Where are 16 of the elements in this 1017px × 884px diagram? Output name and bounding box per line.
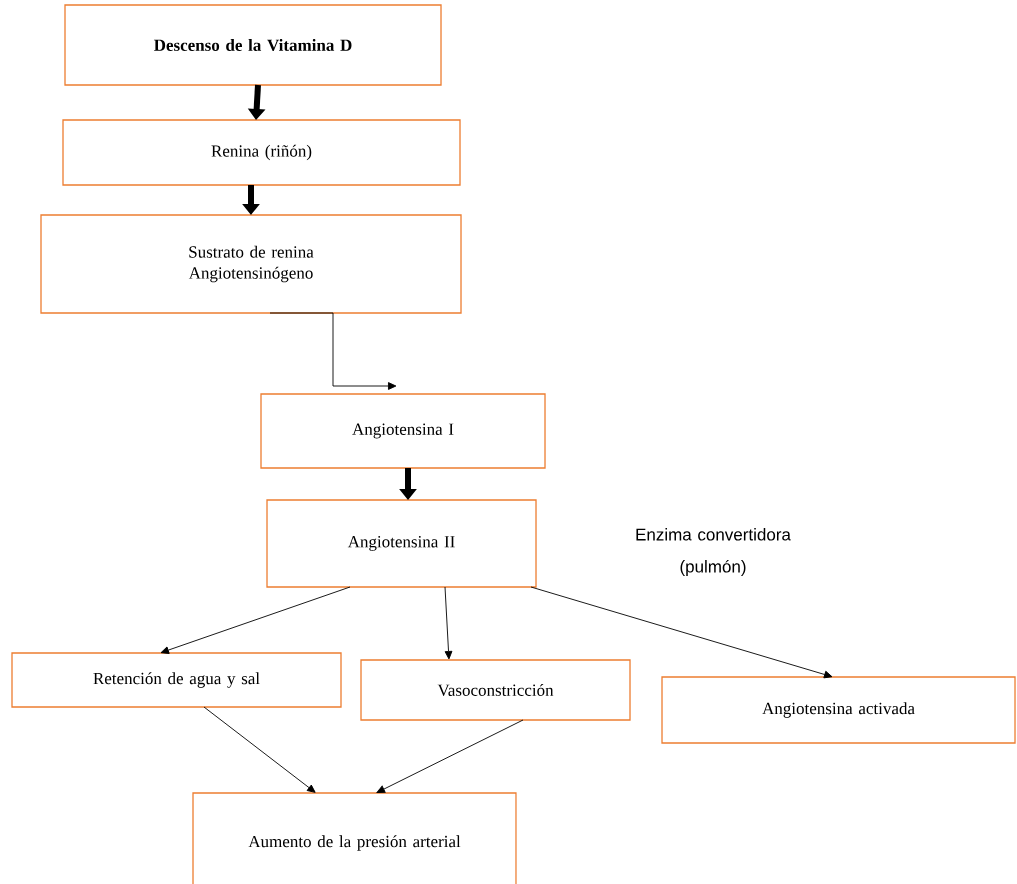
process-box: Vasoconstricción [360, 659, 631, 721]
process-box: Retención de agua y sal [11, 652, 342, 708]
process-box: Descenso de la Vitamina D [64, 4, 442, 86]
process-box: Angiotensina II [266, 499, 537, 588]
process-box: Aumento de la presión arterial [192, 792, 517, 884]
arrow [269, 312, 397, 390]
process-box: Sustrato de renina Angiotensinógeno [40, 214, 462, 314]
process-box: Angiotensina activada [661, 676, 1016, 744]
arrow [530, 586, 833, 679]
process-box: Angiotensina I [260, 393, 546, 469]
arrow [203, 706, 316, 793]
arrow [376, 719, 524, 793]
process-box: Renina (riñón) [62, 119, 461, 186]
arrow [444, 586, 453, 660]
note-text: Enzima convertidora (pulmón) [636, 528, 791, 576]
arrow [160, 586, 351, 654]
